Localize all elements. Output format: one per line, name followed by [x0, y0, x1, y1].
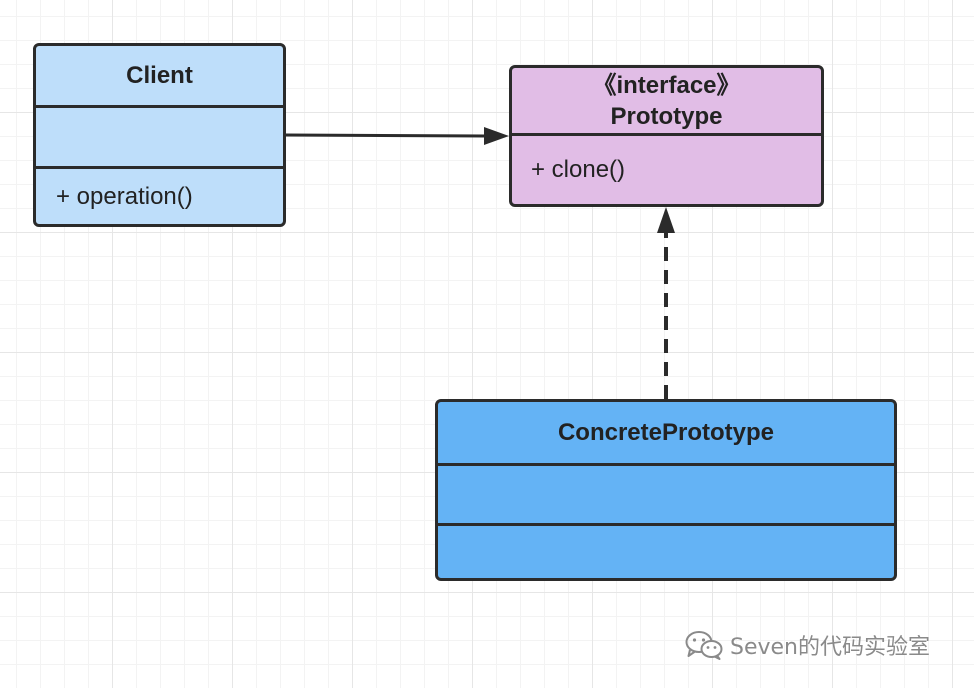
concrete-prototype-class-name: ConcretePrototype [557, 419, 775, 446]
prototype-operation-item: + clone() [531, 156, 626, 183]
watermark-text: Seven的代码实验室 [730, 635, 930, 660]
concrete-prototype-class-box[interactable]: ConcretePrototype [435, 399, 897, 581]
prototype-class-name: Prototype [610, 102, 723, 130]
client-attributes [36, 105, 283, 166]
association-line [285, 133, 487, 138]
wechat-icon [685, 631, 723, 660]
concrete-prototype-header: ConcretePrototype [438, 402, 894, 463]
concrete-prototype-attributes [438, 463, 894, 523]
watermark: Seven的代码实验室 [684, 629, 930, 661]
prototype-class-box[interactable]: 《interface》 Prototype + clone() [509, 65, 824, 207]
client-class-name: Client [126, 62, 193, 89]
prototype-stereotype: 《interface》 [592, 71, 741, 99]
client-operations: + operation() [36, 166, 283, 224]
client-operation-item: + operation() [56, 182, 193, 210]
association-arrowhead [484, 127, 509, 145]
concrete-prototype-operations [438, 523, 894, 578]
prototype-operations: + clone() [512, 133, 821, 204]
realization-arrowhead [657, 207, 675, 233]
prototype-header: 《interface》 Prototype [512, 68, 821, 133]
client-header: Client [36, 46, 283, 105]
client-class-box[interactable]: Client + operation() [33, 43, 286, 227]
